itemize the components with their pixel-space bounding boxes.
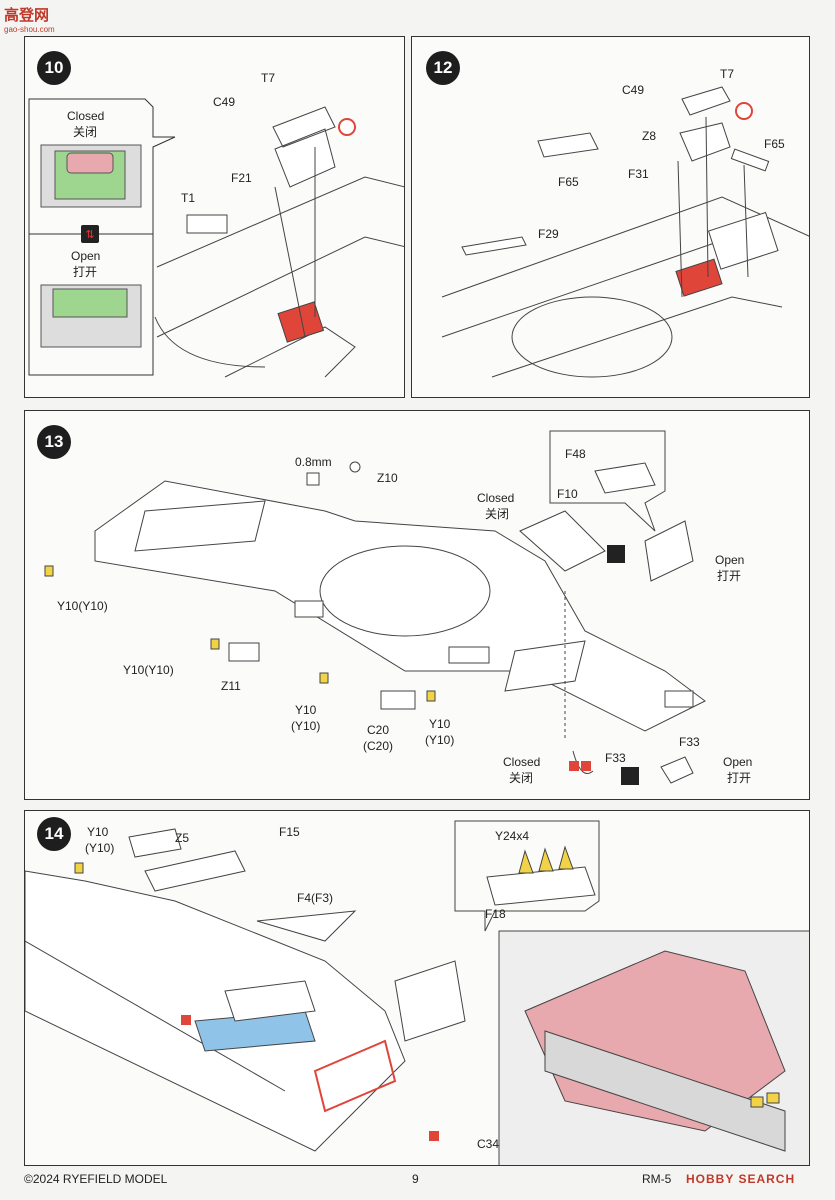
step-13-panel: 13 0.8mm Z10 F48 F10 Closed 关闭 Open 打开 Y… (24, 410, 810, 800)
part-f10-label: F10 (557, 487, 578, 501)
step-12-panel: 12 C49 T7 Z8 F65 F65 F31 F29 (411, 36, 810, 398)
footer-product-code: RM-5 (642, 1172, 672, 1186)
step-14-number: 14 (37, 817, 71, 851)
drill-size-label: 0.8mm (295, 455, 332, 469)
part-f65a-label: F65 (558, 175, 579, 189)
step-14-drawing (25, 820, 809, 1165)
watermark-url: gao-shou.com (4, 25, 55, 34)
part-c20-alt-label: (C20) (363, 739, 394, 753)
part-y10-label: Y10 (87, 825, 109, 839)
part-c34-label: C34 (477, 1137, 500, 1151)
hatch-closed-label: Closed (477, 491, 515, 505)
part-c49-label: C49 (622, 83, 645, 97)
inset-open-cn-label: 打开 (73, 265, 98, 279)
inset-closed-label: Closed (67, 109, 105, 123)
watermark-logo: 高登网 gao-shou.com (4, 4, 55, 34)
hatch2-closed-label: Closed (503, 755, 541, 769)
part-y10b-label: Y10(Y10) (123, 663, 174, 677)
swap-vertical-icon: ⇅ (81, 225, 99, 243)
part-t1-label: T1 (181, 191, 196, 205)
step-12-drawing (441, 86, 809, 378)
part-f65b-label: F65 (764, 137, 785, 151)
part-f21-label: F21 (231, 171, 252, 185)
part-y10-alt-label: (Y10) (85, 841, 115, 855)
part-y10c-label: Y10 (295, 703, 317, 717)
hatch2-open-label: Open (723, 755, 753, 769)
step-10-panel: 10 Closed 关闭 ⇅ Open 打开 T7 C49 F21 T1 (24, 36, 405, 398)
part-f29-label: F29 (538, 227, 559, 241)
step-13-drawing (44, 430, 706, 785)
hatch2-closed-cn-label: 关闭 (509, 771, 534, 785)
part-f15-label: F15 (279, 825, 300, 839)
step-10-drawing (28, 98, 404, 378)
part-c49-label: C49 (213, 95, 236, 109)
inset-open-label: Open (71, 249, 101, 263)
footer-brand: HOBBY SEARCH (686, 1172, 796, 1186)
part-f33a-label: F33 (605, 751, 626, 765)
part-y10a-label: Y10(Y10) (57, 599, 108, 613)
part-y10c-alt-label: (Y10) (291, 719, 321, 733)
part-f4-label: F4(F3) (297, 891, 333, 905)
part-y10d-alt-label: (Y10) (425, 733, 455, 747)
part-z8-label: Z8 (642, 129, 657, 143)
hatch-open-label: Open (715, 553, 745, 567)
part-t7-label: T7 (720, 67, 735, 81)
part-c20-label: C20 (367, 723, 390, 737)
part-y24-label: Y24x4 (495, 829, 530, 843)
inset-closed-cn-label: 关闭 (73, 125, 98, 139)
footer-page-number: 9 (412, 1172, 419, 1186)
step-10-number: 10 (37, 51, 71, 85)
part-z5-label: Z5 (175, 831, 190, 845)
step-14-panel: 14 Y10 (Y10) Z5 F15 F4(F3) Y24x4 F18 C34 (24, 810, 810, 1166)
part-f48-label: F48 (565, 447, 586, 461)
watermark-logo-text: 高登网 (4, 7, 50, 24)
part-t7-label: T7 (261, 71, 276, 85)
step-12-number: 12 (426, 51, 460, 85)
footer-copyright: ©2024 RYEFIELD MODEL (24, 1172, 168, 1186)
step-13-number: 13 (37, 425, 71, 459)
part-f18-label: F18 (485, 907, 506, 921)
part-z11-label: Z11 (221, 679, 241, 693)
hatch2-open-cn-label: 打开 (727, 771, 752, 785)
part-f31-label: F31 (628, 167, 649, 181)
part-y10d-label: Y10 (429, 717, 451, 731)
hatch-open-cn-label: 打开 (717, 569, 742, 583)
part-f33b-label: F33 (679, 735, 700, 749)
part-z10-label: Z10 (377, 471, 398, 485)
hatch-closed-cn-label: 关闭 (485, 507, 510, 521)
